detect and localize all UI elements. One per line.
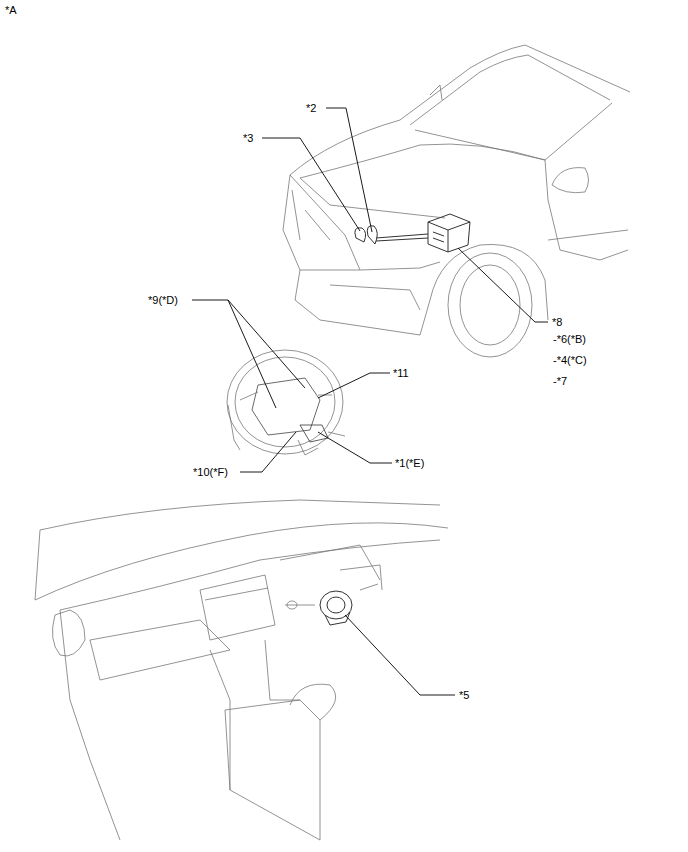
callout-number: *11 [393, 366, 409, 380]
callout-number: -*7 [553, 374, 567, 388]
spiral-cable [320, 591, 352, 625]
airbag-sensors [355, 214, 470, 252]
callout-number: *5 [459, 688, 469, 702]
callout-number: *3 [243, 131, 253, 145]
leader-lines [192, 108, 548, 695]
callout-number: *2 [306, 101, 316, 115]
callout-number: -*4(*C) [553, 353, 587, 367]
callout-number: *8 [552, 315, 562, 329]
callout-number: -*6(*B) [553, 332, 586, 346]
vehicle-body [283, 45, 630, 357]
callout-number: *10(*F) [193, 465, 228, 479]
instrument-panel [35, 500, 448, 840]
callout-number: *1(*E) [395, 456, 424, 470]
figure-label: *A [5, 3, 17, 17]
callout-number: *9(*D) [148, 293, 178, 307]
